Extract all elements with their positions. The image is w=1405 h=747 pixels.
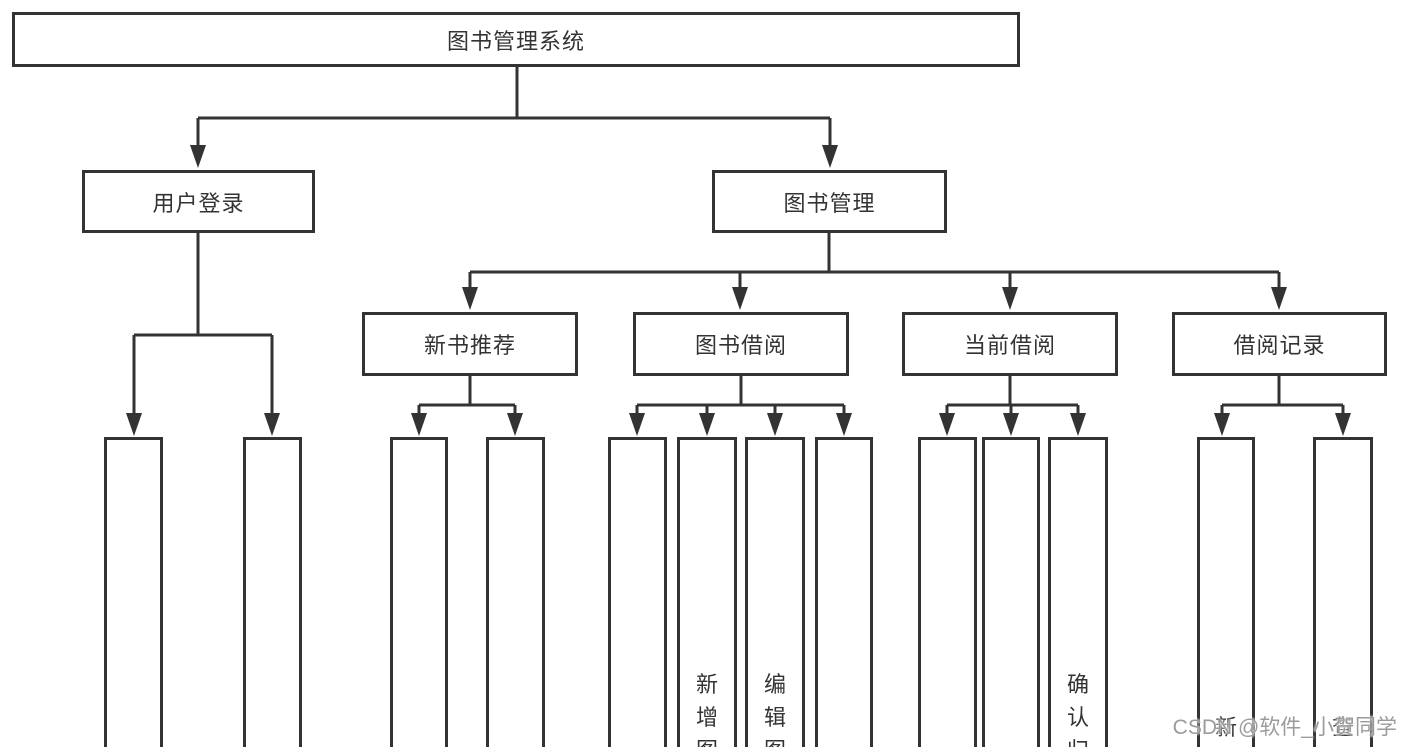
node-new-book-recommend: 新书推荐 <box>362 312 578 376</box>
leaf-query-books-2: 查询图书 <box>608 437 667 747</box>
leaf-add-books-admin: 新增图书（管理员） <box>677 437 737 747</box>
node-book-borrowing: 图书借阅 <box>633 312 849 376</box>
node-library-system: 图书管理系统 <box>12 12 1020 67</box>
leaf-logout: 注销登录 <box>243 437 302 747</box>
node-borrowing-records: 借阅记录 <box>1172 312 1387 376</box>
leaf-query-borrow-record: 查询借阅记录 <box>1313 437 1373 747</box>
leaf-query-books-1: 查询图书 <box>390 437 448 747</box>
leaf-user-login: 用户登录 <box>104 437 163 747</box>
csdn-watermark: CSDN @软件_小贺同学 <box>1172 716 1397 739</box>
leaf-add-borrow-record: 新增借阅记录 <box>1197 437 1255 747</box>
leaf-edit-books-admin: 编辑图书（管理员） <box>745 437 805 747</box>
leaf-return-books: 归还图书 <box>982 437 1040 747</box>
leaf-query-books-3: 查询图书 <box>918 437 977 747</box>
node-user-login: 用户登录 <box>82 170 315 233</box>
leaf-confirm-return-admin: 确认归还（管理员） <box>1048 437 1108 747</box>
node-current-borrowing: 当前借阅 <box>902 312 1118 376</box>
node-book-management: 图书管理 <box>712 170 947 233</box>
leaf-borrow-books-2: 借阅图书 <box>815 437 873 747</box>
leaf-borrow-books-1: 借阅图书 <box>486 437 545 747</box>
